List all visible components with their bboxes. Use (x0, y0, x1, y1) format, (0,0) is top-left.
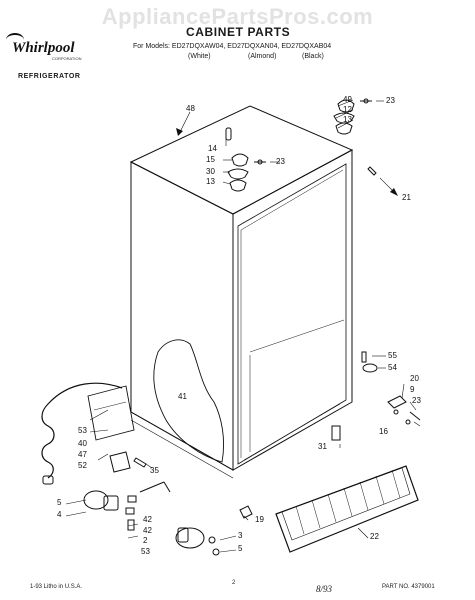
top-hinge-right (337, 99, 355, 113)
part-31 (331, 425, 341, 441)
callout-5: 5 (57, 498, 62, 507)
callout-53-bottom: 53 (141, 547, 150, 556)
bracket-55 (361, 351, 367, 363)
model-color-black: (Black) (302, 53, 324, 60)
callout-52: 52 (78, 461, 87, 470)
clip-19 (239, 505, 253, 519)
callout-35: 35 (150, 466, 159, 475)
footer-part-number: PART NO. 4379001 (382, 584, 435, 590)
junction-box (87, 385, 135, 441)
part-52 (109, 451, 131, 473)
callout-5-bottom: 5 (238, 544, 243, 553)
cabinet-side (232, 149, 353, 471)
power-cord (41, 382, 123, 479)
front-cutout (153, 339, 225, 463)
brand-logo: Whirlpool (12, 40, 75, 56)
callout-22: 22 (370, 532, 379, 541)
callout-2: 2 (143, 536, 148, 545)
page-title: CABINET PARTS (186, 25, 291, 39)
footer-page-number: 2 (232, 580, 236, 586)
callout-21: 21 (402, 193, 411, 202)
callout-23-bottom: 23 (412, 396, 421, 405)
footer-date: 8/93 (316, 584, 333, 594)
brand-swirl-icon (6, 33, 24, 47)
callout-42: 42 (143, 515, 152, 524)
cabinet-top (129, 105, 354, 215)
cabinet-opening (237, 163, 347, 465)
callout-15: 15 (206, 155, 215, 164)
callout-47: 47 (78, 450, 87, 459)
callout-3: 3 (238, 531, 243, 540)
callout-30: 30 (206, 167, 215, 176)
brand-subtitle: CORPORATION (52, 56, 82, 61)
callout-14: 14 (208, 144, 217, 153)
callout-23-left: 23 (276, 157, 285, 166)
cabinet-front (130, 161, 234, 471)
model-color-almond: (Almond) (248, 53, 277, 60)
bottom-hinge (387, 395, 407, 409)
callout-41: 41 (178, 392, 187, 401)
callout-20: 20 (410, 374, 419, 383)
callout-13: 13 (343, 115, 352, 124)
footer-printed: 1-93 Litho in U.S.A. (30, 584, 83, 590)
callout-9: 9 (410, 385, 415, 394)
callout-16: 16 (379, 427, 388, 436)
callout-48: 48 (186, 104, 195, 113)
callout-54: 54 (388, 363, 397, 372)
product-type: REFRIGERATOR (18, 73, 81, 80)
model-color-white: (White) (188, 53, 211, 60)
callout-12: 12 (343, 105, 352, 114)
hinge-pin (225, 127, 232, 141)
callout-55: 55 (388, 351, 397, 360)
valve-part (175, 527, 205, 549)
relay-part (83, 490, 109, 510)
watermark: AppliancePartsPros.com (101, 4, 374, 29)
model-list: For Models: ED27DQXAW04, ED27DQXAN04, ED… (133, 43, 332, 50)
callout-49: 49 (343, 95, 352, 104)
base-grille (275, 465, 419, 553)
top-hinge-left (231, 153, 249, 167)
callout-42-second: 42 (143, 526, 152, 535)
tube-part (139, 481, 171, 493)
screw-21 (367, 166, 377, 176)
bracket-54 (362, 363, 378, 373)
callout-19: 19 (255, 515, 264, 524)
callout-23: 23 (386, 96, 395, 105)
callout-31: 31 (318, 442, 327, 451)
callout-13-left: 13 (206, 177, 215, 186)
callout-4: 4 (57, 510, 62, 519)
screw-35 (133, 457, 147, 468)
callout-53: 53 (78, 426, 87, 435)
callout-40: 40 (78, 439, 87, 448)
